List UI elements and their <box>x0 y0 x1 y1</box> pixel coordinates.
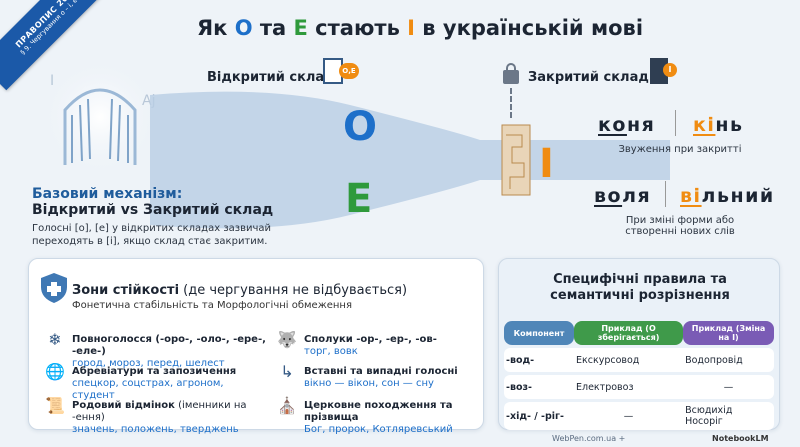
svg-text:I: I <box>50 73 54 89</box>
zone-item: ↳ Вставні та випадні голосні вікно — вік… <box>280 364 479 390</box>
open-syllable-label: Відкритий склад <box>207 70 335 85</box>
letter-o: О <box>343 104 378 150</box>
note-narrowing: Звуження при закритті <box>618 144 742 155</box>
zone-item: 📜 Родовий відмінок (іменники на -ення) з… <box>45 396 247 436</box>
globe-icon: 🌐 <box>45 362 65 381</box>
zones-title: Зони стійкості (де чергування не відбува… <box>72 283 408 298</box>
gate-illustration: I Aj <box>40 57 160 175</box>
wolf-icon: 🐺 <box>277 330 297 349</box>
stability-zones-card <box>28 258 484 430</box>
syllable-funnel <box>150 91 670 229</box>
word-konia: коня <box>598 114 656 136</box>
zone-item: ❄ Повноголосся (-оро-, -оло-, -ере-, -ел… <box>48 332 267 370</box>
header-changed: Приклад (Зміна на І) <box>683 321 774 345</box>
rules-table: Компонент Приклад (О зберігається) Прикл… <box>504 318 774 433</box>
church-icon: ⛪ <box>277 396 297 415</box>
zone-item: ⛪ Церковне походження та прізвища Бог, п… <box>277 396 453 436</box>
arrow-icon: ↳ <box>280 362 294 381</box>
closed-door-icon <box>650 58 668 84</box>
zone-item: 🌐 Абревіатури та запозичення спецкор, со… <box>45 362 237 402</box>
mechanism-title: Базовий механізм: <box>32 186 183 202</box>
word-volia: воля <box>594 185 652 207</box>
header-component: Компонент <box>504 321 574 345</box>
footer-brand: NotebookLM <box>712 434 769 443</box>
shield-icon <box>41 273 67 303</box>
word-vilnyi: вільний <box>680 185 775 207</box>
mechanism-subtitle: Відкритий vs Закритий склад <box>32 202 274 218</box>
table-row: -вод- Екскурсовод Водопровід <box>504 348 774 372</box>
word-kin: кінь <box>693 114 744 136</box>
table-row: -хід- / -ріг- — Всюдихід Носоріг <box>504 402 774 430</box>
footer-site: WebPen.com.ua + <box>552 434 626 443</box>
zone-item: 🐺 Сполуки -ор-, -ер-, -ов- торг, вовк <box>277 330 437 358</box>
zones-subtitle: Фонетична стабільність та Морфологічні о… <box>72 300 352 311</box>
padlock-icon <box>503 70 519 84</box>
letter-i: І <box>539 141 554 187</box>
table-row: -воз- Електровоз — <box>504 375 774 399</box>
page-title: Як О та Е стають І в українській мові <box>196 16 644 40</box>
letter-e: Е <box>345 176 373 222</box>
closed-syllable-label: Закритий склад <box>528 70 649 85</box>
mechanism-text: Голосні [о], [е] у відкритих складах заз… <box>32 223 272 247</box>
closed-badge: І <box>663 63 677 77</box>
header-kept: Приклад (О зберігається) <box>574 321 684 345</box>
open-badge: О,Е <box>339 63 359 79</box>
scroll-icon: 📜 <box>45 396 65 415</box>
snowflake-icon: ❄ <box>48 330 62 349</box>
